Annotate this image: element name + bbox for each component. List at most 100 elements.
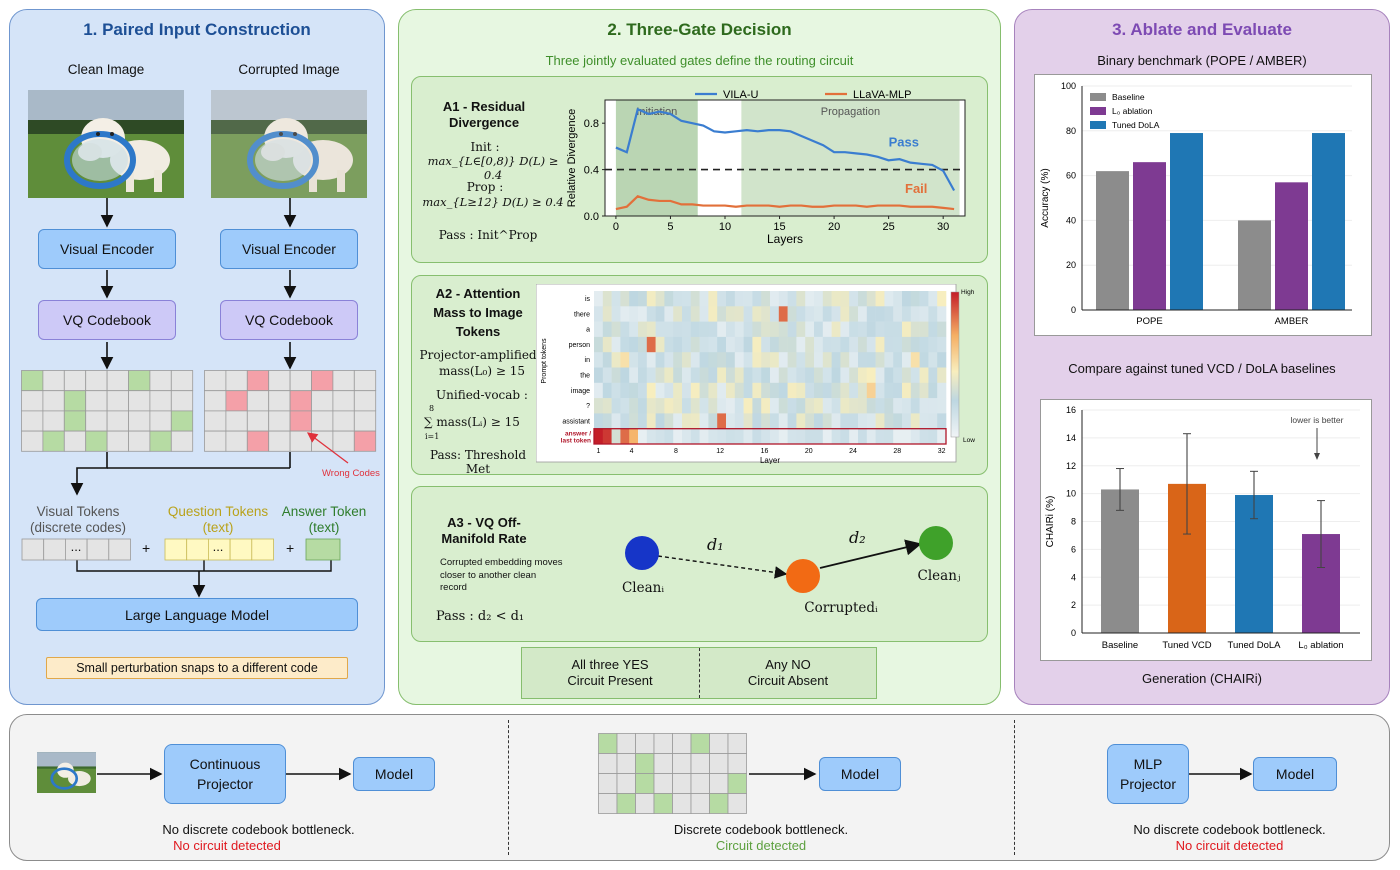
heatmap-cell xyxy=(770,291,780,307)
a1-prop-label: Prop : xyxy=(466,180,504,194)
region-label: Propagation xyxy=(821,106,880,118)
heatmap-cell xyxy=(884,367,894,384)
heatmap-cell xyxy=(708,382,718,399)
s1-text: No discrete codebook bottleneck. xyxy=(162,822,355,837)
heatmap-cell xyxy=(805,291,815,307)
heatmap-x-label: Layer xyxy=(760,456,780,464)
answer-token-cell xyxy=(305,538,341,561)
heatmap-cell xyxy=(594,352,604,368)
code-cell-highlight xyxy=(246,370,270,392)
heatmap-cell xyxy=(902,306,912,322)
heatmap-cell xyxy=(858,428,868,445)
heatmap-cell xyxy=(893,367,903,384)
heatmap-cell xyxy=(743,413,753,429)
heatmap-cell xyxy=(858,382,868,399)
code-cell xyxy=(353,370,377,392)
bar-pope xyxy=(1096,171,1129,310)
heatmap-cell xyxy=(655,291,665,307)
visual-token-cell xyxy=(43,538,66,561)
heatmap-cell xyxy=(884,398,894,414)
code-cell xyxy=(598,793,618,814)
row-label: assistant xyxy=(562,418,590,425)
heatmap-cell xyxy=(778,367,788,384)
heatmap-cell xyxy=(770,428,780,445)
heatmap-cell xyxy=(928,398,938,414)
heatmap-cell xyxy=(822,321,832,338)
heatmap-cell xyxy=(602,321,612,338)
heatmap-cell xyxy=(814,352,824,368)
heatmap-cell xyxy=(796,306,806,322)
generation-title: Generation (CHAIRi) xyxy=(1142,671,1262,686)
bar xyxy=(1101,489,1139,633)
heatmap-cell xyxy=(858,367,868,384)
heatmap-cell xyxy=(602,428,612,445)
heatmap-cell xyxy=(682,398,692,414)
heatmap-cell xyxy=(840,413,850,429)
heatmap-cell xyxy=(849,306,859,322)
heatmap-cell xyxy=(708,306,718,322)
code-cell-highlight xyxy=(21,370,44,392)
code-cell xyxy=(332,390,355,412)
heatmap-cell xyxy=(849,428,859,445)
heatmap-cell xyxy=(910,306,920,322)
heatmap-cell xyxy=(787,291,797,307)
heatmap-cell xyxy=(743,321,753,338)
row-label: is xyxy=(585,296,591,303)
heatmap-cell xyxy=(699,336,709,353)
heatmap-y-label: Prompt tokens xyxy=(541,338,548,384)
heatmap-cell xyxy=(770,398,780,414)
heatmap-x-tick: 20 xyxy=(805,448,813,455)
heatmap-cell xyxy=(761,413,771,429)
heatmap-cell xyxy=(638,428,648,445)
heatmap-cell xyxy=(761,306,771,322)
heatmap-cell xyxy=(928,306,938,322)
code-cell-highlight xyxy=(653,793,673,814)
colorbar xyxy=(950,291,960,438)
heatmap-cell xyxy=(646,367,656,384)
heatmap-cell xyxy=(928,382,938,399)
heatmap-cell xyxy=(910,321,920,338)
legend-swatch xyxy=(1090,107,1106,115)
clean-dog-image xyxy=(28,90,184,198)
panel2-subtitle: Three jointly evaluated gates define the… xyxy=(545,53,854,68)
heatmap-cell xyxy=(699,367,709,384)
code-cell xyxy=(42,390,65,412)
heatmap-cell xyxy=(690,398,700,414)
code-cell xyxy=(21,390,44,412)
heatmap-cell xyxy=(717,428,727,445)
heatmap-cell xyxy=(796,352,806,368)
answer-token-label: Answer Token (text) xyxy=(281,504,367,535)
code-cell-highlight xyxy=(289,390,312,412)
heatmap-cell xyxy=(822,352,832,368)
wrong-codes-label: Wrong Codes xyxy=(322,468,380,479)
heatmap-cell xyxy=(602,413,612,429)
y-tick-label: 12 xyxy=(1066,461,1076,471)
y-axis-label: CHAIRi (%) xyxy=(1045,496,1056,548)
heatmap-x-tick: 12 xyxy=(716,448,724,455)
code-cell-highlight xyxy=(311,370,334,392)
heatmap-cell xyxy=(708,367,718,384)
visual-tokens-ellipsis: ... xyxy=(70,539,82,554)
heatmap-cell xyxy=(620,291,630,307)
heatmap-cell xyxy=(673,336,683,353)
code-cell xyxy=(106,390,129,412)
heatmap-cell xyxy=(831,367,841,384)
code-cell xyxy=(268,410,291,432)
vq-codebook-clean: VQ Codebook xyxy=(38,300,176,340)
heatmap-x-tick: 16 xyxy=(761,448,769,455)
heatmap-cell xyxy=(664,336,674,353)
heatmap-cell xyxy=(717,382,727,399)
model-box-2: Model xyxy=(819,757,901,791)
code-cell xyxy=(727,733,747,754)
heatmap-cell xyxy=(664,382,674,399)
heatmap-cell xyxy=(858,321,868,338)
heatmap-cell xyxy=(664,428,674,445)
code-cell xyxy=(635,733,655,754)
heatmap-cell xyxy=(893,306,903,322)
heatmap-cell xyxy=(884,382,894,399)
panel3-title: 3. Ablate and Evaluate xyxy=(1112,20,1292,39)
code-cell xyxy=(268,370,291,392)
heatmap-cell xyxy=(875,306,885,322)
